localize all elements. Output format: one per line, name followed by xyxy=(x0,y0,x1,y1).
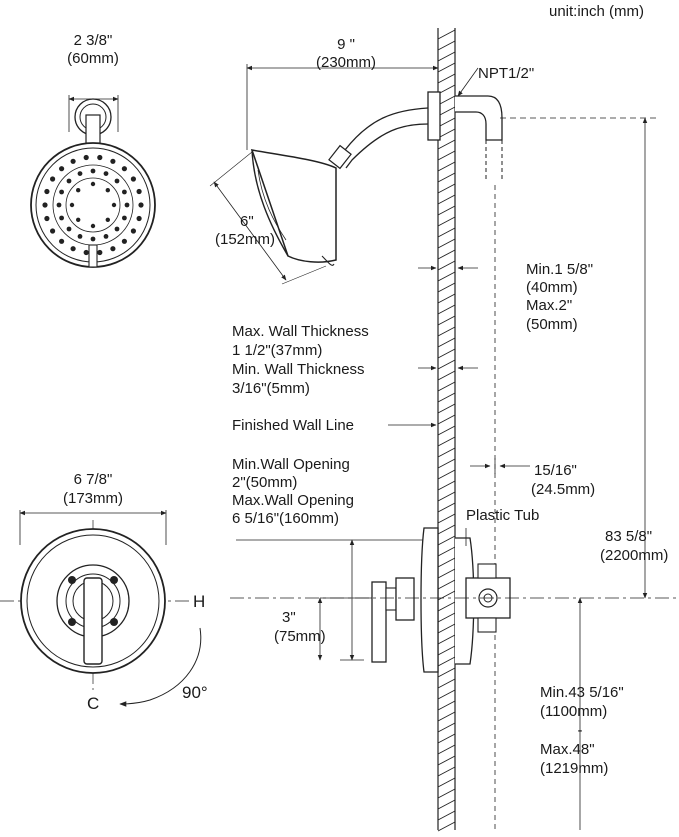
handle-offset-mm: (75mm) xyxy=(274,628,326,645)
trim-plate-front-view xyxy=(0,510,202,707)
unit-note: unit:inch (mm) xyxy=(549,3,645,20)
wall-section xyxy=(437,28,456,832)
head-diameter-inch: 6" xyxy=(240,213,254,230)
valve-height-min-mm: (1100mm) xyxy=(540,703,608,720)
valve-side-view xyxy=(230,527,679,830)
min-wall-thickness-value: 3/16"(5mm) xyxy=(232,380,310,397)
total-height-mm: (2200mm) xyxy=(600,547,669,564)
hot-label: H xyxy=(193,592,206,611)
arm-offset-min-mm: (40mm) xyxy=(526,279,578,296)
valve-height-max-inch: Max.48" xyxy=(540,741,595,758)
max-wall-opening-value: 6 5/16"(160mm) xyxy=(232,510,340,527)
shower-arm-side-view xyxy=(209,64,503,830)
arm-offset-max-inch: Max.2" xyxy=(526,297,573,314)
min-wall-opening-value: 2"(50mm) xyxy=(232,474,298,491)
rotation-angle-label: 90° xyxy=(182,683,208,702)
trim-plate-width-mm: (173mm) xyxy=(62,490,123,507)
max-wall-opening-label: Max.Wall Opening xyxy=(232,492,354,509)
max-wall-thickness-value: 1 1/2"(37mm) xyxy=(232,342,323,359)
arm-flange-width-inch: 2 3/8" xyxy=(73,32,113,49)
valve-height-max-mm: (1219mm) xyxy=(540,760,609,777)
max-wall-thickness-label: Max. Wall Thickness xyxy=(232,323,369,340)
arm-offset-max-mm: (50mm) xyxy=(526,316,578,333)
head-diameter-mm: (152mm) xyxy=(215,231,276,248)
plastic-tub-label: Plastic Tub xyxy=(466,507,540,524)
shower-head-front-view xyxy=(30,95,156,268)
arm-offset-min-inch: Min.1 5/8" xyxy=(526,261,594,278)
min-wall-thickness-label: Min. Wall Thickness xyxy=(232,361,365,378)
arm-length-mm: (230mm) xyxy=(315,54,376,71)
valve-depth-inch: 15/16" xyxy=(534,462,577,479)
valve-height-separator: - xyxy=(577,722,583,739)
finished-wall-line-label: Finished Wall Line xyxy=(232,417,354,434)
arm-flange-width-mm: (60mm) xyxy=(67,50,119,67)
min-wall-opening-label: Min.Wall Opening xyxy=(232,456,350,473)
valve-height-min-inch: Min.43 5/16" xyxy=(540,684,624,701)
handle-offset-inch: 3" xyxy=(282,609,296,626)
arm-length-inch: 9 " xyxy=(337,36,355,53)
valve-depth-mm: (24.5mm) xyxy=(531,481,596,498)
wall-dimension-arrows xyxy=(388,117,660,599)
thread-size-label: NPT1/2" xyxy=(478,65,535,82)
cold-label: C xyxy=(87,694,100,713)
trim-plate-width-inch: 6 7/8" xyxy=(73,471,113,488)
total-height-inch: 83 5/8" xyxy=(605,528,653,545)
